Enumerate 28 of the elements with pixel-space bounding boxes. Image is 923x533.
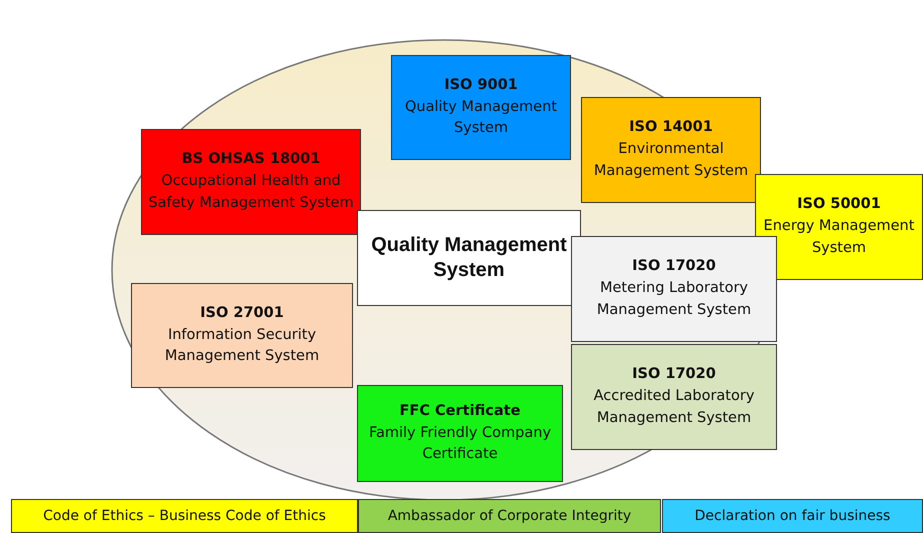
standard-description: Metering Laboratory Management System: [596, 279, 752, 320]
standard-description: Energy Management System: [762, 217, 916, 258]
standard-code: ISO 27001: [200, 304, 284, 323]
standard-box: Declaration on fair business: [662, 499, 923, 533]
standard-box: [755, 174, 923, 280]
standard-description: Occupational Health and Safety Management System: [147, 172, 355, 213]
standard-box: [391, 55, 571, 160]
center-box: Quality Management System: [357, 210, 581, 306]
standard-code: FFC Certificate: [400, 402, 520, 421]
standard-code: ISO 14001: [629, 118, 713, 138]
standard-code: ISO 9001: [444, 76, 518, 95]
standard-code: ISO 17020: [632, 257, 716, 276]
standard-box: [141, 129, 361, 235]
standard-description: Quality Management System: [404, 98, 558, 138]
standard-description: Family Friendly Company Certificate: [368, 424, 552, 464]
standard-box: [571, 236, 777, 342]
standard-code: ISO 50001: [797, 195, 881, 214]
standard-box: [581, 97, 761, 203]
standard-description: Environmental Management System: [592, 140, 750, 181]
standard-description: Information Security Management System: [164, 326, 320, 366]
standard-code: ISO 17020: [632, 365, 716, 384]
standard-description: Accredited Laboratory Management System: [592, 387, 756, 428]
standard-box: Code of Ethics – Business Code of Ethics: [11, 499, 358, 533]
standard-box: Ambassador of Corporate Integrity: [358, 499, 661, 533]
standard-box: [357, 385, 563, 482]
standard-code: BS OHSAS 18001: [182, 150, 320, 170]
standard-box: [131, 283, 353, 388]
standard-box: [571, 344, 777, 450]
